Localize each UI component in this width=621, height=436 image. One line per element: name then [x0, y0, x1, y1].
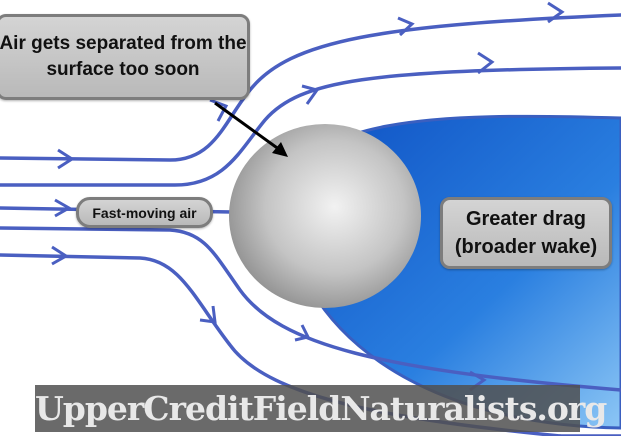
arrow-icon: [547, 1, 565, 24]
arrow-icon: [54, 198, 73, 218]
arrow-icon: [397, 16, 415, 37]
sphere: [229, 124, 421, 308]
pointer-arrow: [214, 101, 288, 157]
streamline: [0, 13, 621, 162]
arrow-icon: [294, 324, 311, 342]
separation-callout: Air gets separated from the surface too …: [0, 14, 250, 100]
arrow-icon: [57, 148, 75, 170]
streamline: [0, 66, 621, 187]
arrow-icon: [477, 51, 495, 75]
drag-label: Greater drag (broader wake): [440, 197, 612, 269]
streamline: [0, 226, 621, 392]
arrow-icon: [301, 84, 320, 105]
arrow-icon: [209, 98, 229, 122]
fast-air-label: Fast-moving air: [76, 197, 213, 228]
arrow-icon: [51, 245, 69, 266]
arrow-icon: [199, 305, 217, 324]
flow-arrows: [51, 1, 565, 392]
watermark: UpperCreditFieldNaturalists.org: [35, 385, 607, 432]
